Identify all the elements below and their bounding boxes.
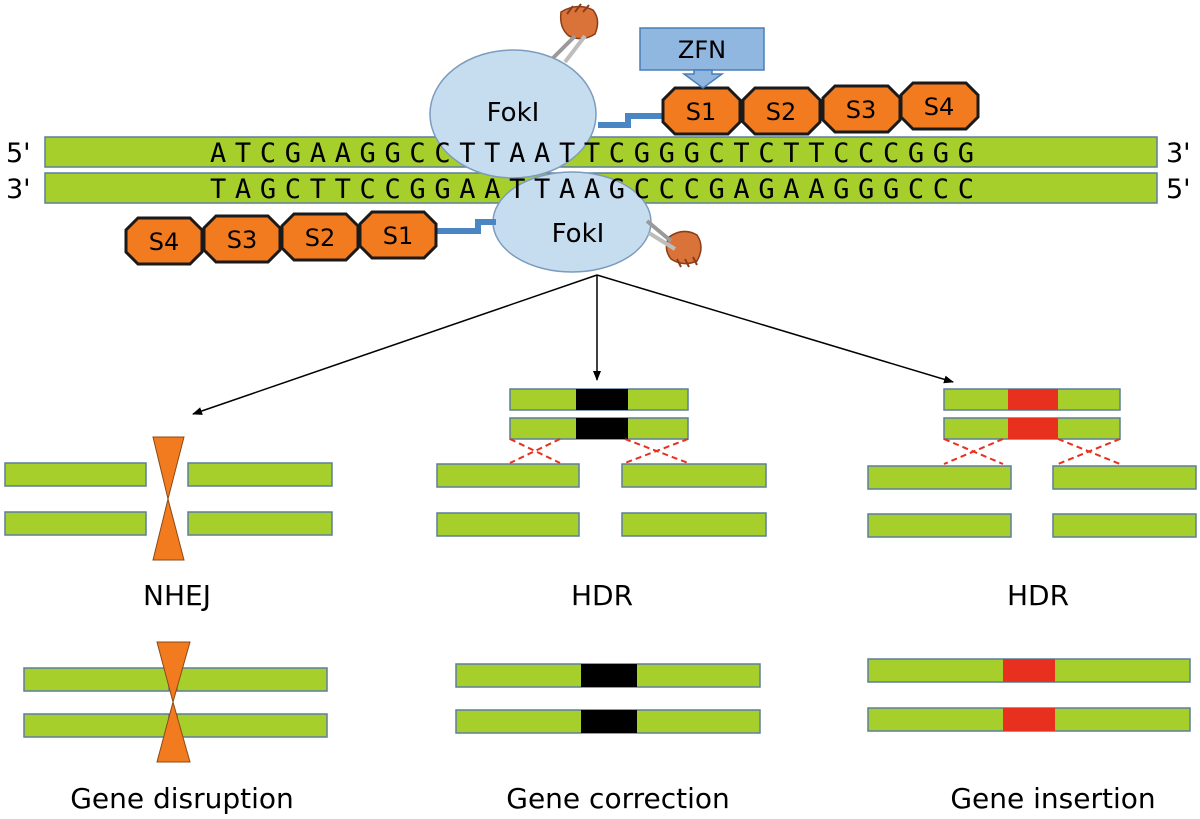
linker-bottom <box>432 219 496 234</box>
zinc-finger-label: S3 <box>846 96 877 124</box>
hdr-insertion-mechanism-label: HDR <box>1007 579 1069 612</box>
zinc-finger-label: S2 <box>766 98 797 126</box>
zinc-finger-top-s3: S3 <box>821 84 902 134</box>
bottom-strand-left-end: 3' <box>6 174 31 205</box>
zinc-finger-label: S4 <box>149 228 180 256</box>
foki-top <box>429 49 597 179</box>
bottom-strand-sequence: TAGCTTCCGGAATTAAGCCCGAGAAGGGCCC <box>210 174 974 205</box>
hdr-insertion-crossover <box>943 438 1121 465</box>
hdr-correction-intermediate <box>436 463 767 537</box>
zinc-finger-label: S1 <box>686 98 717 126</box>
zfn-callout: ZFN <box>639 27 765 89</box>
nhej-mechanism-label: NHEJ <box>143 579 211 612</box>
hdr-correction-outcome-label: Gene correction <box>506 782 730 815</box>
break-marker <box>156 641 191 763</box>
top-strand-sequence: ATCGAAGGCCTTAATTCGGGCTCTTCCCGGG <box>210 138 974 169</box>
zinc-finger-bottom-s3: S3 <box>202 214 282 264</box>
zinc-finger-label: S3 <box>227 226 258 254</box>
zfn-callout-label: ZFN <box>678 36 726 64</box>
hdr-correction-mechanism-label: HDR <box>571 579 633 612</box>
zinc-finger-top-s4: S4 <box>899 81 980 131</box>
hdr-insertion-intermediate <box>867 465 1197 538</box>
hdr-correction-outcome <box>455 663 761 734</box>
linker-top <box>598 113 668 128</box>
arrow-to-nhej <box>192 274 598 415</box>
zinc-finger-bottom-s4: S4 <box>124 216 204 266</box>
break-marker <box>152 436 185 561</box>
foki-top-label: FokI <box>487 98 540 128</box>
hdr-correction-crossover <box>509 438 689 464</box>
bottom-strand-right-end: 5' <box>1166 174 1191 205</box>
scissors-icon <box>551 3 599 64</box>
hdr-insertion-template <box>943 388 1121 440</box>
dna-top-strand <box>44 136 1158 168</box>
nhej-outcome <box>23 641 328 763</box>
zinc-finger-bottom-s1: S1 <box>358 210 438 260</box>
foki-bottom-label: FokI <box>552 219 605 249</box>
zinc-finger-top-s1: S1 <box>661 86 742 136</box>
scissors-icon <box>645 219 702 268</box>
zinc-finger-bottom-s2: S2 <box>280 212 360 262</box>
zinc-finger-top-s2: S2 <box>741 86 822 136</box>
top-strand-right-end: 3' <box>1166 138 1191 169</box>
zinc-finger-label: S1 <box>383 222 414 250</box>
top-strand-left-end: 5' <box>6 138 31 169</box>
nhej-intermediate <box>4 436 333 561</box>
zinc-finger-label: S4 <box>924 93 955 121</box>
hdr-insertion-outcome-label: Gene insertion <box>950 782 1155 815</box>
nhej-outcome-label: Gene disruption <box>70 782 294 815</box>
hdr-insertion-outcome <box>867 658 1191 732</box>
arrow-to-hdr-insertion <box>596 274 954 384</box>
hdr-correction-template <box>509 388 689 440</box>
zinc-finger-label: S2 <box>305 224 336 252</box>
